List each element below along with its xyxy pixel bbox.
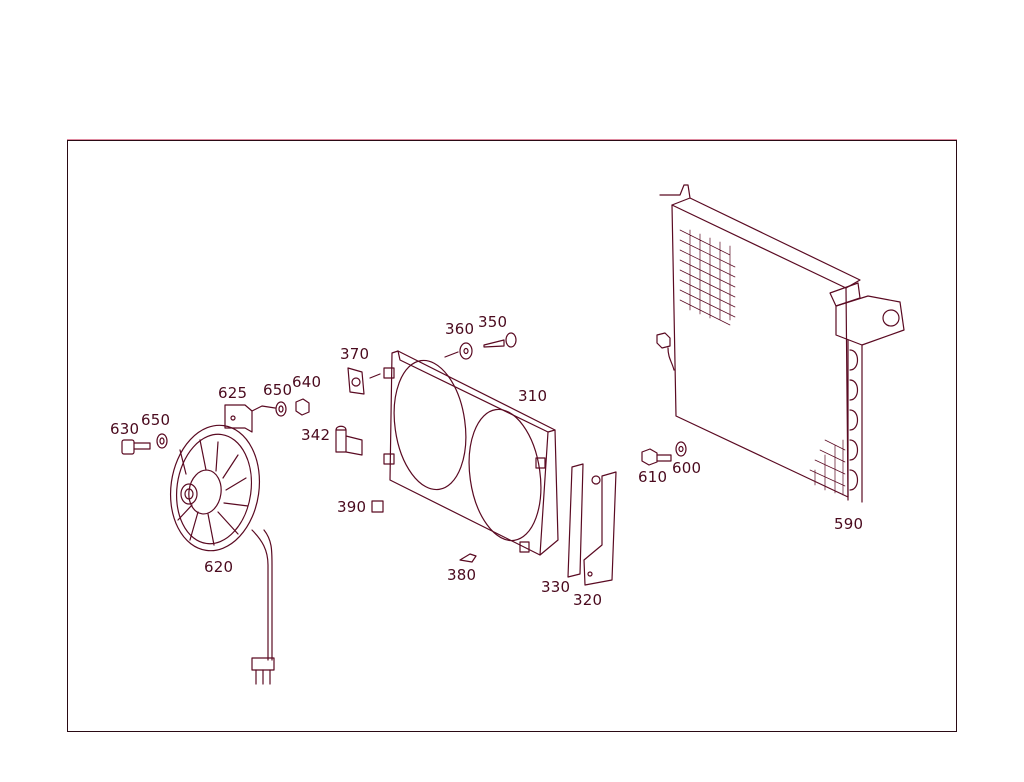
bracket-625-illustration — [224, 398, 310, 433]
bolt-610-illustration — [641, 441, 687, 466]
part-label-600[interactable]: 600 — [672, 459, 702, 477]
part-label-630[interactable]: 630 — [110, 420, 140, 438]
bolt-630-illustration — [121, 433, 168, 455]
part-label-610[interactable]: 610 — [638, 468, 668, 486]
part-label-310[interactable]: 310 — [518, 387, 548, 405]
bracket-370-illustration — [347, 367, 381, 395]
part-label-625[interactable]: 625 — [218, 384, 248, 402]
part-label-330[interactable]: 330 — [541, 578, 571, 596]
diagram-frame — [67, 140, 957, 732]
clip-390-illustration — [371, 500, 384, 513]
part-label-342[interactable]: 342 — [301, 426, 331, 444]
part-label-620[interactable]: 620 — [204, 558, 234, 576]
clip-342-illustration — [335, 425, 363, 456]
fan-shroud-310-illustration — [383, 350, 559, 556]
part-label-380[interactable]: 380 — [447, 566, 477, 584]
washer-360-screw-350-illustration — [444, 332, 517, 360]
part-label-650-right[interactable]: 650 — [263, 381, 293, 399]
fan-assembly-illustration — [169, 424, 275, 685]
part-label-590[interactable]: 590 — [834, 515, 864, 533]
part-label-650-left[interactable]: 650 — [141, 411, 171, 429]
condenser-590-illustration — [656, 184, 905, 503]
part-label-320[interactable]: 320 — [573, 591, 603, 609]
part-label-370[interactable]: 370 — [340, 345, 370, 363]
part-label-360[interactable]: 360 — [445, 320, 475, 338]
part-label-350[interactable]: 350 — [478, 313, 508, 331]
part-label-640[interactable]: 640 — [292, 373, 322, 391]
bracket-320-illustration — [583, 471, 617, 586]
part-label-390[interactable]: 390 — [337, 498, 367, 516]
pin-380-illustration — [459, 553, 477, 563]
strip-330-illustration — [567, 463, 584, 578]
